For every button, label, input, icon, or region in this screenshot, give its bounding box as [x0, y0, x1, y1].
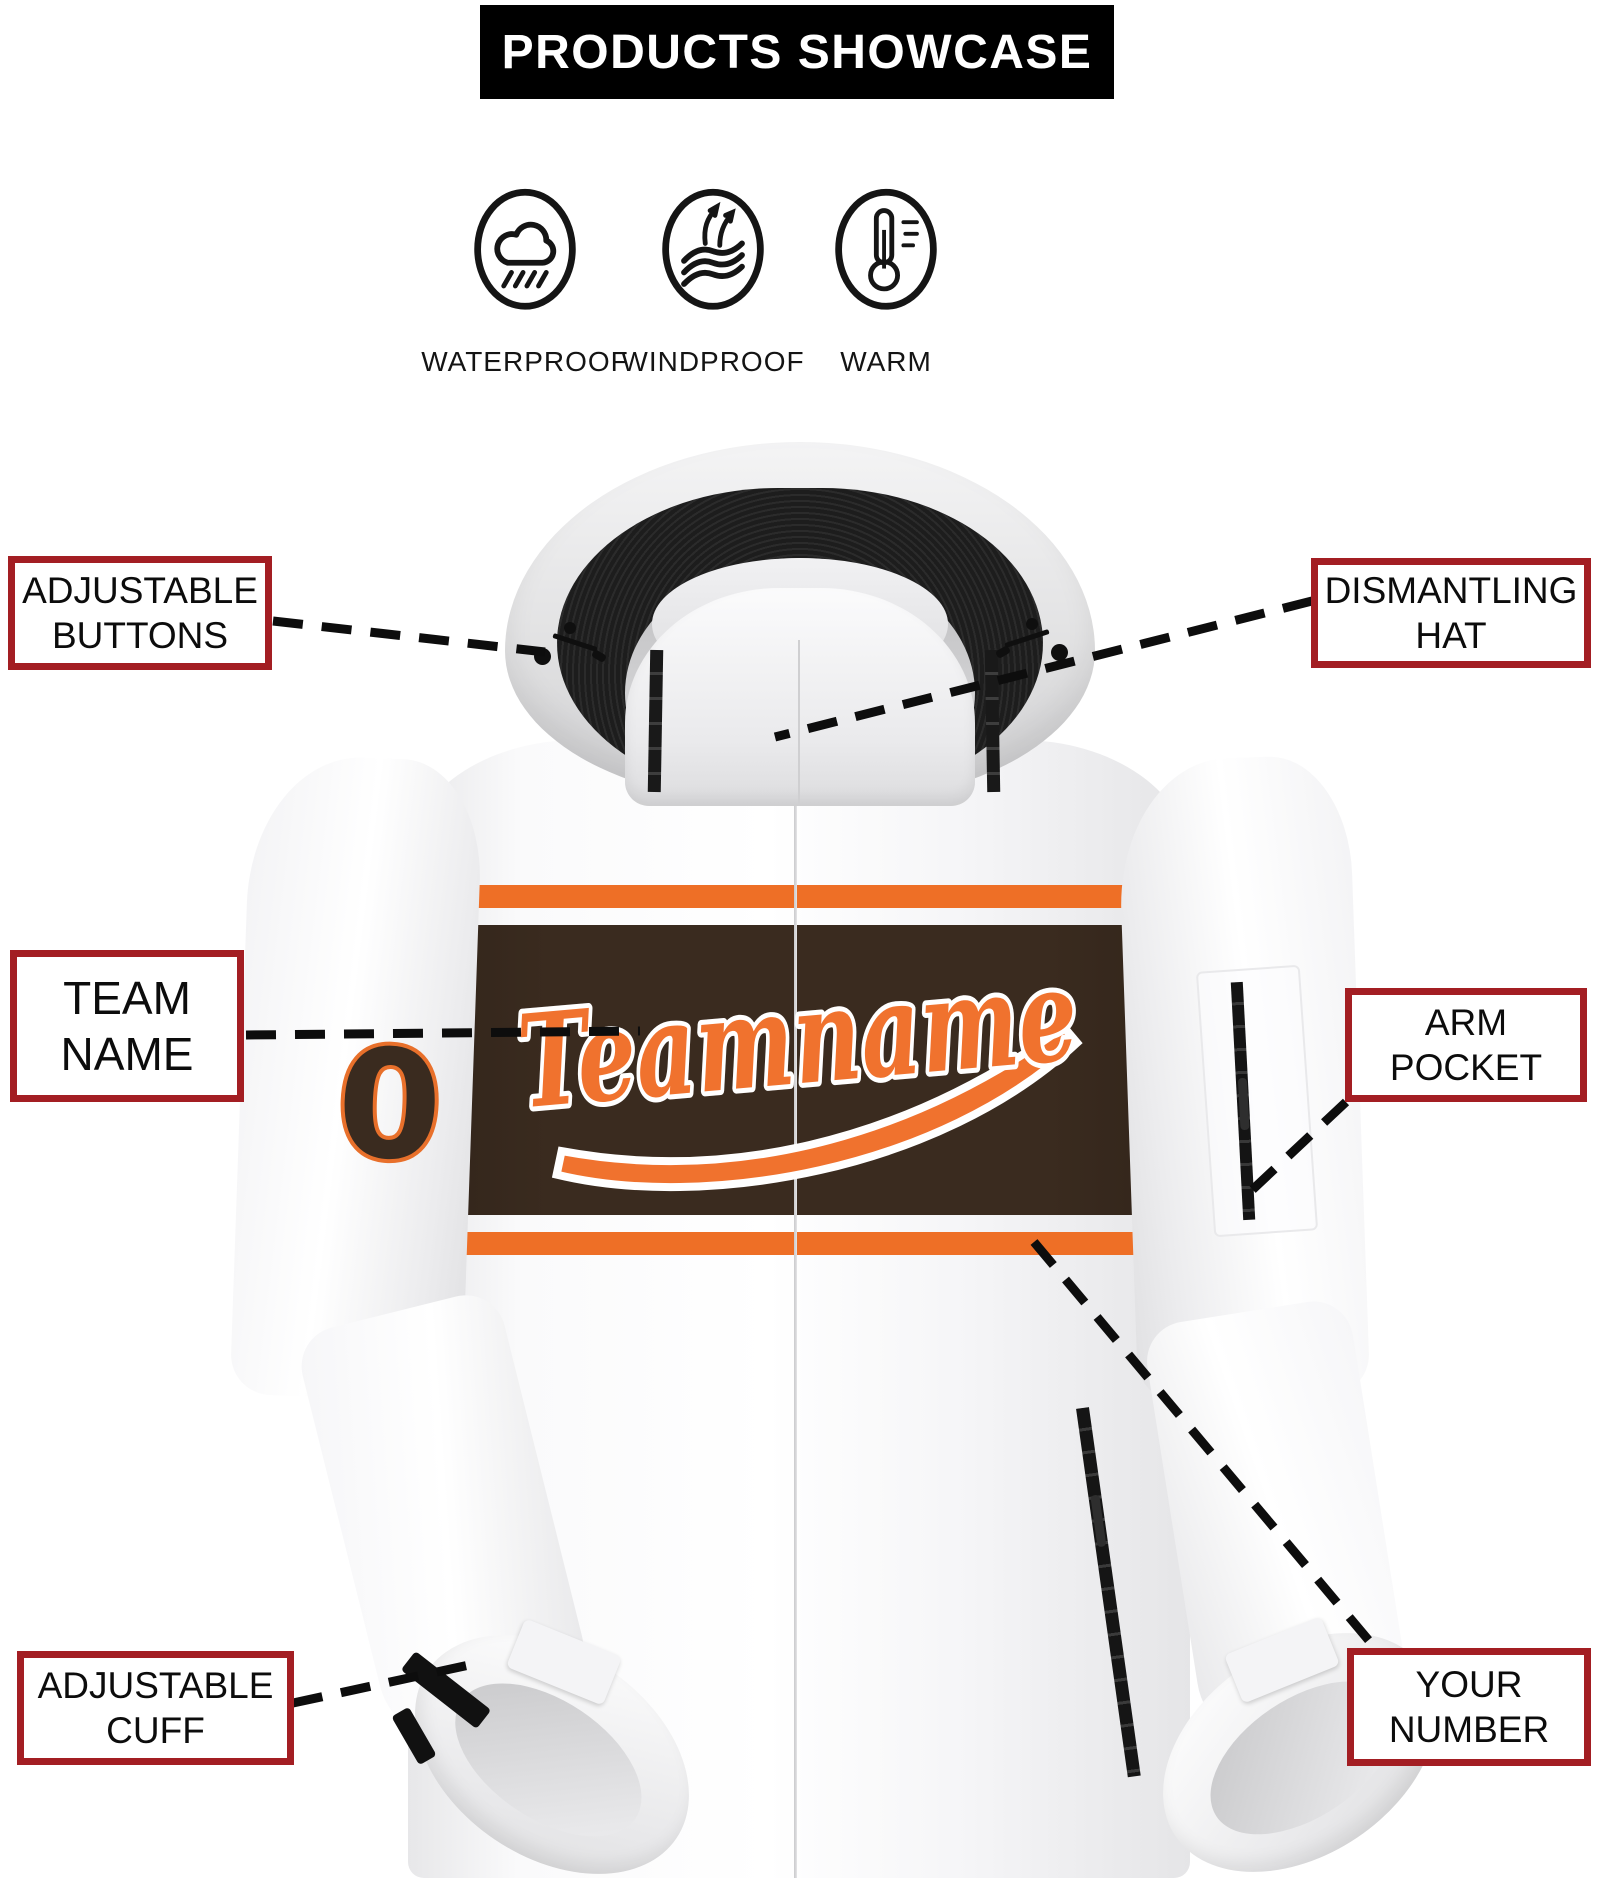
collar: [625, 588, 975, 806]
sleeve-number-print: 0: [330, 1013, 448, 1182]
callout-arm-pocket: ARM POCKET: [1345, 988, 1587, 1102]
team-name-print: Teamname: [507, 935, 1088, 1192]
script-swoosh: [551, 1021, 1083, 1192]
page-title-bar: PRODUCTS SHOWCASE: [480, 5, 1114, 99]
drawstring-cord: [1004, 629, 1050, 648]
page-title: PRODUCTS SHOWCASE: [501, 25, 1093, 79]
drawstring-tip: [994, 645, 1012, 659]
callout-dismantling-hat: DISMANTLING HAT: [1311, 558, 1591, 668]
callout-text: TEAM: [63, 971, 191, 1024]
drawstring-cord: [552, 633, 598, 652]
drawstring-toggle-right: [988, 608, 1068, 678]
feature-warm: WARM: [781, 180, 991, 378]
callout-text: ADJUSTABLE: [22, 569, 258, 611]
callout-text: YOUR: [1415, 1663, 1523, 1705]
callout-text: BUTTONS: [51, 615, 229, 656]
drawstring-knob: [1026, 618, 1038, 630]
drawstring-toggle-left: [534, 612, 614, 682]
center-zipper: [794, 792, 797, 1878]
feature-waterproof: WATERPROOF: [420, 180, 630, 378]
feature-windproof: WINDPROOF: [608, 180, 818, 378]
feature-windproof-label: WINDPROOF: [621, 346, 805, 377]
callout-team-name: TEAM NAME: [10, 950, 244, 1102]
callout-text: DISMANTLING: [1324, 569, 1578, 611]
drawstring-knob: [534, 648, 551, 665]
chest-stripe-orange-bottom: [408, 1232, 1190, 1255]
feature-waterproof-label: WATERPROOF: [421, 346, 629, 377]
drawstring-knob: [564, 622, 576, 634]
thermometer-icon: [835, 188, 937, 310]
wind-layers-icon: [662, 188, 764, 310]
callout-text: ADJUSTABLE: [37, 1664, 274, 1706]
collar-seam: [798, 640, 800, 806]
zipper-pull-icon: [1237, 1077, 1250, 1131]
hood-attachment-zipper-left: [647, 649, 664, 793]
chest-stripe-orange-top: [408, 885, 1190, 908]
callout-your-number: YOUR NUMBER: [1347, 1648, 1591, 1766]
feature-warm-label: WARM: [840, 346, 932, 377]
callout-text: HAT: [1415, 615, 1487, 656]
drawstring-tip: [590, 649, 608, 663]
rain-cloud-icon: [474, 188, 576, 310]
team-name-text: Teamname: [512, 940, 1083, 1138]
callout-adjustable-cuff: ADJUSTABLE CUFF: [17, 1651, 294, 1765]
sleeve-number-text: 0: [334, 1017, 444, 1182]
callout-text: CUFF: [106, 1710, 205, 1751]
arm-pocket-panel: [1195, 964, 1319, 1238]
drawstring-knob: [1051, 644, 1068, 661]
callout-text: NAME: [60, 1028, 194, 1080]
callout-adjustable-buttons: ADJUSTABLE BUTTONS: [8, 556, 272, 670]
callout-text: POCKET: [1389, 1047, 1543, 1088]
callout-text: ARM: [1424, 1001, 1508, 1043]
callout-text: NUMBER: [1388, 1709, 1550, 1750]
